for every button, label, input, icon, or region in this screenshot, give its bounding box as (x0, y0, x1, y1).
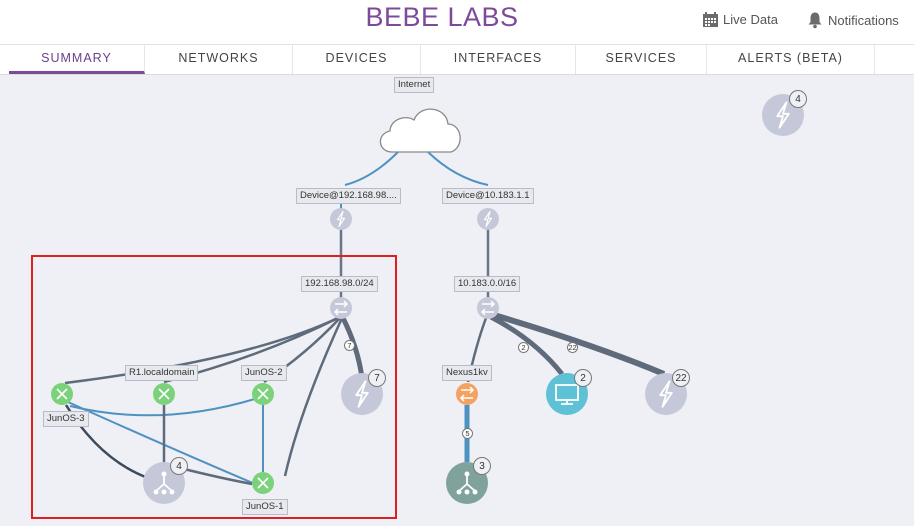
tab-bar: SUMMARY NETWORKS DEVICES INTERFACES SERV… (0, 44, 914, 75)
router-r1[interactable] (153, 383, 175, 405)
edge-count-nexus-hosts: 5 (462, 428, 473, 439)
notifications-label: Notifications (828, 12, 899, 28)
badge-hosts-right: 3 (473, 457, 491, 475)
edge-net1-junos3[interactable] (64, 315, 341, 385)
label-internet: Internet (394, 77, 435, 93)
top-bar: BEBE LABS Live Data Notifications (0, 0, 914, 44)
badge-hosts-left: 4 (170, 457, 188, 475)
label-junos1: JunOS-1 (242, 499, 288, 515)
live-data-label: Live Data (723, 12, 778, 27)
label-r1: R1.localdomain (125, 365, 199, 381)
router-junos2[interactable] (252, 383, 274, 405)
live-data-button[interactable]: Live Data (702, 11, 778, 28)
topology-graph[interactable] (0, 73, 914, 526)
label-device2: Device@10.183.1.1 (442, 188, 534, 204)
badge-monitor: 2 (574, 369, 592, 387)
notifications-button[interactable]: Notifications (806, 11, 899, 29)
tab-summary[interactable]: SUMMARY (9, 45, 145, 74)
label-net2: 10.183.0.0/16 (454, 276, 521, 292)
app-title: BEBE LABS (365, 2, 519, 32)
edge-net1-unmanaged[interactable] (340, 316, 365, 379)
label-junos3: JunOS-3 (43, 411, 89, 427)
internet-cloud-icon[interactable] (379, 108, 461, 153)
edge-count-net2-monitor: 2 (518, 342, 529, 353)
edge-count-net1-unmanaged: 7 (344, 340, 355, 351)
edge-cloud-device1[interactable] (344, 151, 399, 186)
edge-count-net2-unmanaged: 22 (567, 342, 578, 353)
router-junos1[interactable] (252, 472, 274, 494)
badge-unmanaged-net1: 7 (368, 369, 386, 387)
switch-nexus1kv[interactable] (456, 383, 478, 405)
edge-junos3-junos1[interactable] (67, 401, 256, 485)
bell-icon (808, 12, 822, 29)
tab-interfaces[interactable]: INTERFACES (421, 45, 576, 74)
tab-services[interactable]: SERVICES (576, 45, 707, 74)
edge-cloud-device2[interactable] (427, 151, 489, 186)
edge-net1-junos1[interactable] (283, 317, 344, 477)
calendar-icon (703, 12, 718, 27)
tab-networks[interactable]: NETWORKS (145, 45, 293, 74)
edge-junos3-junos2[interactable] (69, 397, 259, 417)
tab-alerts[interactable]: ALERTS (BETA) (707, 45, 875, 74)
label-nexus: Nexus1kv (442, 365, 492, 381)
router-junos3[interactable] (51, 383, 73, 405)
device1-node[interactable] (330, 208, 352, 230)
edge-hosts-junos1[interactable] (179, 466, 253, 486)
badge-unmanaged-top: 4 (789, 90, 807, 108)
label-net1: 192.168.98.0/24 (301, 276, 378, 292)
edge-net2-monitor[interactable] (489, 314, 564, 376)
tab-devices[interactable]: DEVICES (293, 45, 421, 74)
label-junos2: JunOS-2 (241, 365, 287, 381)
edge-net2-unmanaged[interactable] (493, 312, 666, 377)
device2-node[interactable] (477, 208, 499, 230)
net2-switch-node[interactable] (477, 297, 499, 319)
badge-unmanaged-net2: 22 (672, 369, 690, 387)
net1-switch-node[interactable] (330, 297, 352, 319)
label-device1: Device@192.168.98.... (296, 188, 401, 204)
